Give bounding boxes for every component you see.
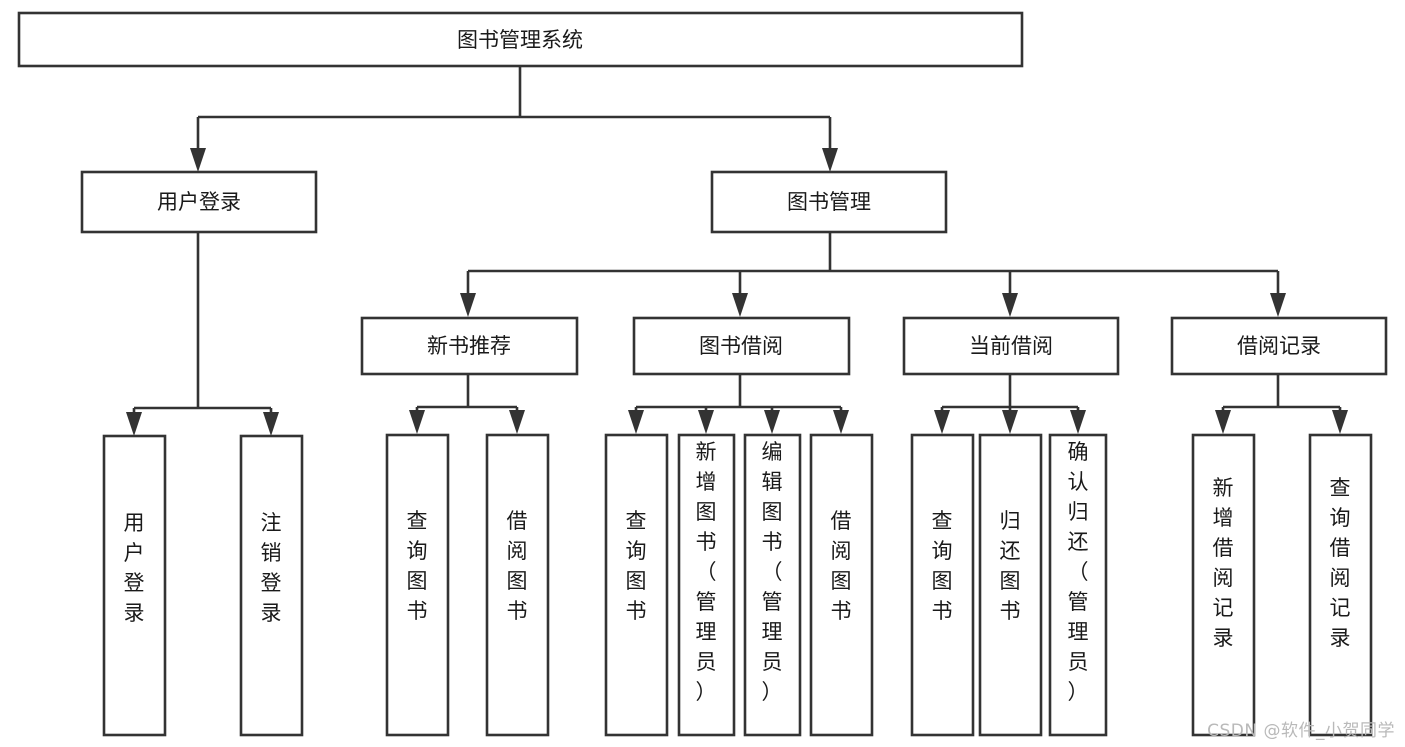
leaf-user-login[interactable]: 用户登录 bbox=[102, 434, 167, 737]
leaf-user-login-box[interactable] bbox=[102, 434, 167, 737]
node-borrow-record-label: 借阅记录 bbox=[1237, 334, 1321, 358]
arrow-head-book-management bbox=[822, 148, 838, 172]
arrow-head-leaf-logout-login bbox=[263, 412, 279, 436]
connector-group-book-borrow-to-leaves bbox=[628, 375, 849, 434]
arrow-head-leaf-return-book bbox=[1002, 410, 1018, 434]
leaf-user-login-label: 用户登录 bbox=[124, 511, 145, 625]
node-book-borrow[interactable]: 图书借阅 bbox=[632, 316, 851, 376]
arrow-head-user-login bbox=[190, 148, 206, 172]
arrow-head-leaf-edit-book-admin bbox=[764, 410, 780, 434]
leaf-borrow-book-1-box[interactable] bbox=[485, 433, 550, 737]
leaf-query-book-1[interactable]: 查询图书 bbox=[385, 433, 450, 737]
connector-group-book-management-to-level3 bbox=[460, 232, 1286, 317]
leaf-return-book[interactable]: 归还图书 bbox=[978, 433, 1043, 737]
leaf-return-book-label: 归还图书 bbox=[1000, 509, 1021, 623]
leaf-add-book-admin-box[interactable] bbox=[677, 433, 736, 737]
arrow-head-leaf-query-borrow-record bbox=[1332, 410, 1348, 434]
leaf-query-book-3-box[interactable] bbox=[910, 433, 975, 737]
node-book-management[interactable]: 图书管理 bbox=[710, 170, 948, 234]
leaf-borrow-book-2-box[interactable] bbox=[809, 433, 874, 737]
leaf-logout-login-box[interactable] bbox=[239, 434, 304, 737]
leaf-edit-book-admin-box[interactable] bbox=[743, 433, 802, 737]
node-book-management-label: 图书管理 bbox=[787, 190, 871, 214]
node-new-book-recommend-label: 新书推荐 bbox=[427, 334, 511, 358]
leaf-borrow-book-2[interactable]: 借阅图书 bbox=[809, 433, 874, 737]
leaf-confirm-return-admin-label: 确认归还（管理员） bbox=[1068, 440, 1089, 704]
arrow-head-leaf-confirm-return-admin bbox=[1070, 410, 1086, 434]
node-current-borrow-box[interactable] bbox=[902, 316, 1120, 376]
leaf-query-book-3-label: 查询图书 bbox=[932, 509, 953, 623]
node-root[interactable]: 图书管理系统 bbox=[17, 11, 1024, 68]
arrow-head-new-book-recommend bbox=[460, 293, 476, 317]
leaf-query-book-1-label: 查询图书 bbox=[407, 509, 428, 623]
leaf-query-book-2[interactable]: 查询图书 bbox=[604, 433, 669, 737]
arrow-head-book-borrow bbox=[732, 293, 748, 317]
leaf-add-borrow-record-label: 新增借阅记录 bbox=[1213, 476, 1234, 650]
leaf-query-borrow-record-box[interactable] bbox=[1308, 433, 1373, 737]
leaf-return-book-box[interactable] bbox=[978, 433, 1043, 737]
arrow-head-current-borrow bbox=[1002, 293, 1018, 317]
connector-group-borrow-record-to-leaves bbox=[1215, 375, 1348, 434]
leaf-confirm-return-admin-box[interactable] bbox=[1048, 433, 1108, 737]
arrow-head-leaf-borrow-book-2 bbox=[833, 410, 849, 434]
node-user-login-label: 用户登录 bbox=[157, 190, 241, 214]
node-root-label: 图书管理系统 bbox=[457, 28, 583, 52]
leaf-query-book-2-box[interactable] bbox=[604, 433, 669, 737]
arrow-head-borrow-record bbox=[1270, 293, 1286, 317]
node-borrow-record[interactable]: 借阅记录 bbox=[1170, 316, 1388, 376]
leaf-add-book-admin[interactable]: 新增图书（管理员） bbox=[677, 433, 736, 737]
node-new-book-recommend[interactable]: 新书推荐 bbox=[360, 316, 579, 376]
leaf-borrow-book-1[interactable]: 借阅图书 bbox=[485, 433, 550, 737]
arrow-head-leaf-user-login bbox=[126, 412, 142, 436]
arrow-head-leaf-query-book-3 bbox=[934, 410, 950, 434]
node-user-login[interactable]: 用户登录 bbox=[80, 170, 318, 234]
leaf-query-borrow-record[interactable]: 查询借阅记录 bbox=[1308, 433, 1373, 737]
leaf-query-book-2-label: 查询图书 bbox=[626, 509, 647, 623]
arrow-head-leaf-add-borrow-record bbox=[1215, 410, 1231, 434]
leaf-edit-book-admin-label: 编辑图书（管理员） bbox=[762, 440, 783, 704]
arrow-head-leaf-borrow-book-1 bbox=[509, 410, 525, 434]
node-book-management-box[interactable] bbox=[710, 170, 948, 234]
leaf-query-borrow-record-label: 查询借阅记录 bbox=[1330, 476, 1351, 650]
node-book-borrow-label: 图书借阅 bbox=[699, 334, 783, 358]
node-new-book-recommend-box[interactable] bbox=[360, 316, 579, 376]
connector-group-current-borrow-to-leaves bbox=[934, 375, 1086, 434]
leaf-edit-book-admin[interactable]: 编辑图书（管理员） bbox=[743, 433, 802, 737]
node-borrow-record-box[interactable] bbox=[1170, 316, 1388, 376]
leaf-add-borrow-record[interactable]: 新增借阅记录 bbox=[1191, 433, 1256, 737]
leaf-add-book-admin-label: 新增图书（管理员） bbox=[696, 440, 717, 704]
leaf-borrow-book-2-label: 借阅图书 bbox=[831, 509, 852, 623]
node-user-login-box[interactable] bbox=[80, 170, 318, 234]
leaf-query-book-1-box[interactable] bbox=[385, 433, 450, 737]
node-current-borrow-label: 当前借阅 bbox=[969, 334, 1053, 358]
node-root-box[interactable] bbox=[17, 11, 1024, 68]
node-book-borrow-box[interactable] bbox=[632, 316, 851, 376]
connector-group-new-book-recommend-to-leaves bbox=[409, 375, 525, 434]
csdn-watermark: CSDN @软件_小贺同学 bbox=[1207, 721, 1395, 741]
leaf-query-book-3[interactable]: 查询图书 bbox=[910, 433, 975, 737]
leaf-add-borrow-record-box[interactable] bbox=[1191, 433, 1256, 737]
arrow-head-leaf-query-book-2 bbox=[628, 410, 644, 434]
connector-group-user-login-to-leaves bbox=[126, 232, 279, 436]
leaf-logout-login-label: 注销登录 bbox=[261, 511, 282, 625]
leaf-confirm-return-admin[interactable]: 确认归还（管理员） bbox=[1048, 433, 1108, 737]
connector-group-root-to-level2 bbox=[190, 66, 838, 172]
leaf-borrow-book-1-label: 借阅图书 bbox=[507, 509, 528, 623]
arrow-head-leaf-query-book-1 bbox=[409, 410, 425, 434]
arrow-head-leaf-add-book-admin bbox=[698, 410, 714, 434]
node-current-borrow[interactable]: 当前借阅 bbox=[902, 316, 1120, 376]
leaf-logout-login[interactable]: 注销登录 bbox=[239, 434, 304, 737]
